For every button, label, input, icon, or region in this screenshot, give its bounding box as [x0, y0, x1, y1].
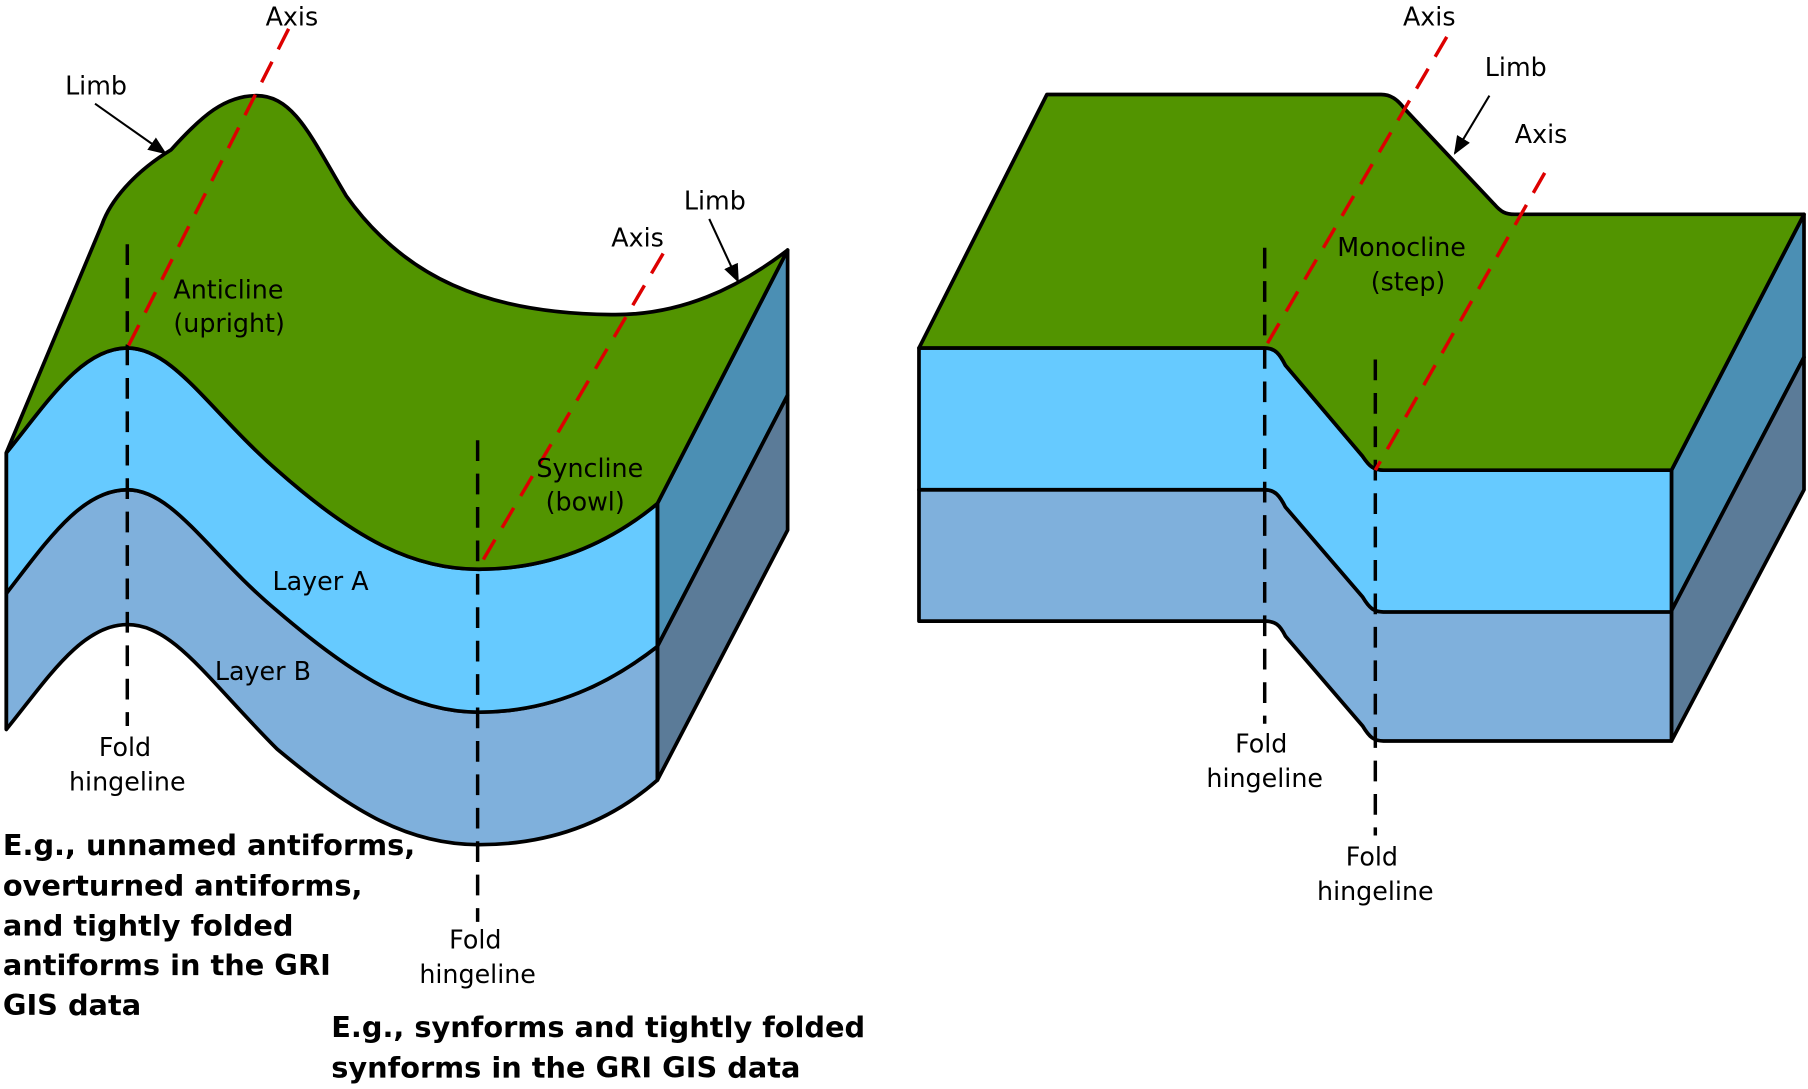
monocline-sublabel: (step) — [1371, 266, 1446, 296]
left-hingeline-2-label: Fold — [449, 924, 501, 954]
antiforms-caption-line: GIS data — [3, 988, 141, 1022]
syncline-label: Syncline — [536, 453, 643, 483]
antiforms-caption-line: overturned antiforms, — [3, 868, 363, 902]
left-hingeline-1-sublabel: hingeline — [69, 767, 186, 797]
right-axis-label-1: Axis — [1403, 1, 1456, 31]
right-hingeline-1-sublabel: hingeline — [1206, 763, 1323, 793]
right-axis-line-1 — [1263, 36, 1449, 349]
antiforms-caption-line: antiforms in the GRI — [3, 948, 331, 982]
synforms-caption-line: synforms in the GRI GIS data — [331, 1050, 800, 1084]
right-axis-label-2: Axis — [1515, 119, 1568, 149]
right-monocline-block: Axis Axis Limb Monocline (step) Fold hin… — [917, 1, 1806, 906]
right-limb-label: Limb — [1485, 52, 1547, 82]
left-top-surface — [4, 93, 790, 572]
layer-a-label: Layer A — [272, 566, 369, 596]
right-hingeline-2-label: Fold — [1346, 841, 1398, 871]
left-limb-arrow-2 — [708, 218, 739, 283]
monocline-label: Monocline — [1337, 232, 1466, 262]
left-axis-line-1 — [125, 28, 291, 349]
left-limb-label-2: Limb — [684, 186, 746, 216]
anticline-sublabel: (upright) — [173, 308, 284, 338]
synforms-caption: E.g., synforms and tightly folded synfor… — [331, 1010, 865, 1084]
layer-b-label: Layer B — [215, 656, 311, 686]
right-hingeline-2-sublabel: hingeline — [1317, 876, 1434, 906]
right-limb-arrow — [1453, 95, 1491, 155]
antiforms-caption-line: E.g., unnamed antiforms, — [3, 828, 415, 862]
right-hingeline-1-label: Fold — [1235, 729, 1287, 759]
right-axis-line-2 — [1373, 172, 1547, 472]
left-limb-arrow-1 — [94, 102, 167, 155]
syncline-sublabel: (bowl) — [546, 487, 625, 517]
antiforms-caption: E.g., unnamed antiforms, overturned anti… — [3, 828, 415, 1022]
anticline-label: Anticline — [173, 274, 283, 304]
left-axis-label-1: Axis — [266, 1, 319, 31]
left-limb-label-1: Limb — [65, 70, 127, 100]
left-fold-block: Axis Axis Limb Limb Anticline (upright) … — [3, 1, 865, 1084]
right-top-surface — [917, 92, 1806, 473]
synforms-caption-line: E.g., synforms and tightly folded — [331, 1010, 865, 1044]
antiforms-caption-line: and tightly folded — [3, 909, 294, 943]
left-axis-label-2: Axis — [611, 223, 664, 253]
left-axis-line-2 — [476, 252, 665, 571]
left-hingeline-1-label: Fold — [99, 732, 151, 762]
left-hingeline-2-sublabel: hingeline — [419, 959, 536, 989]
